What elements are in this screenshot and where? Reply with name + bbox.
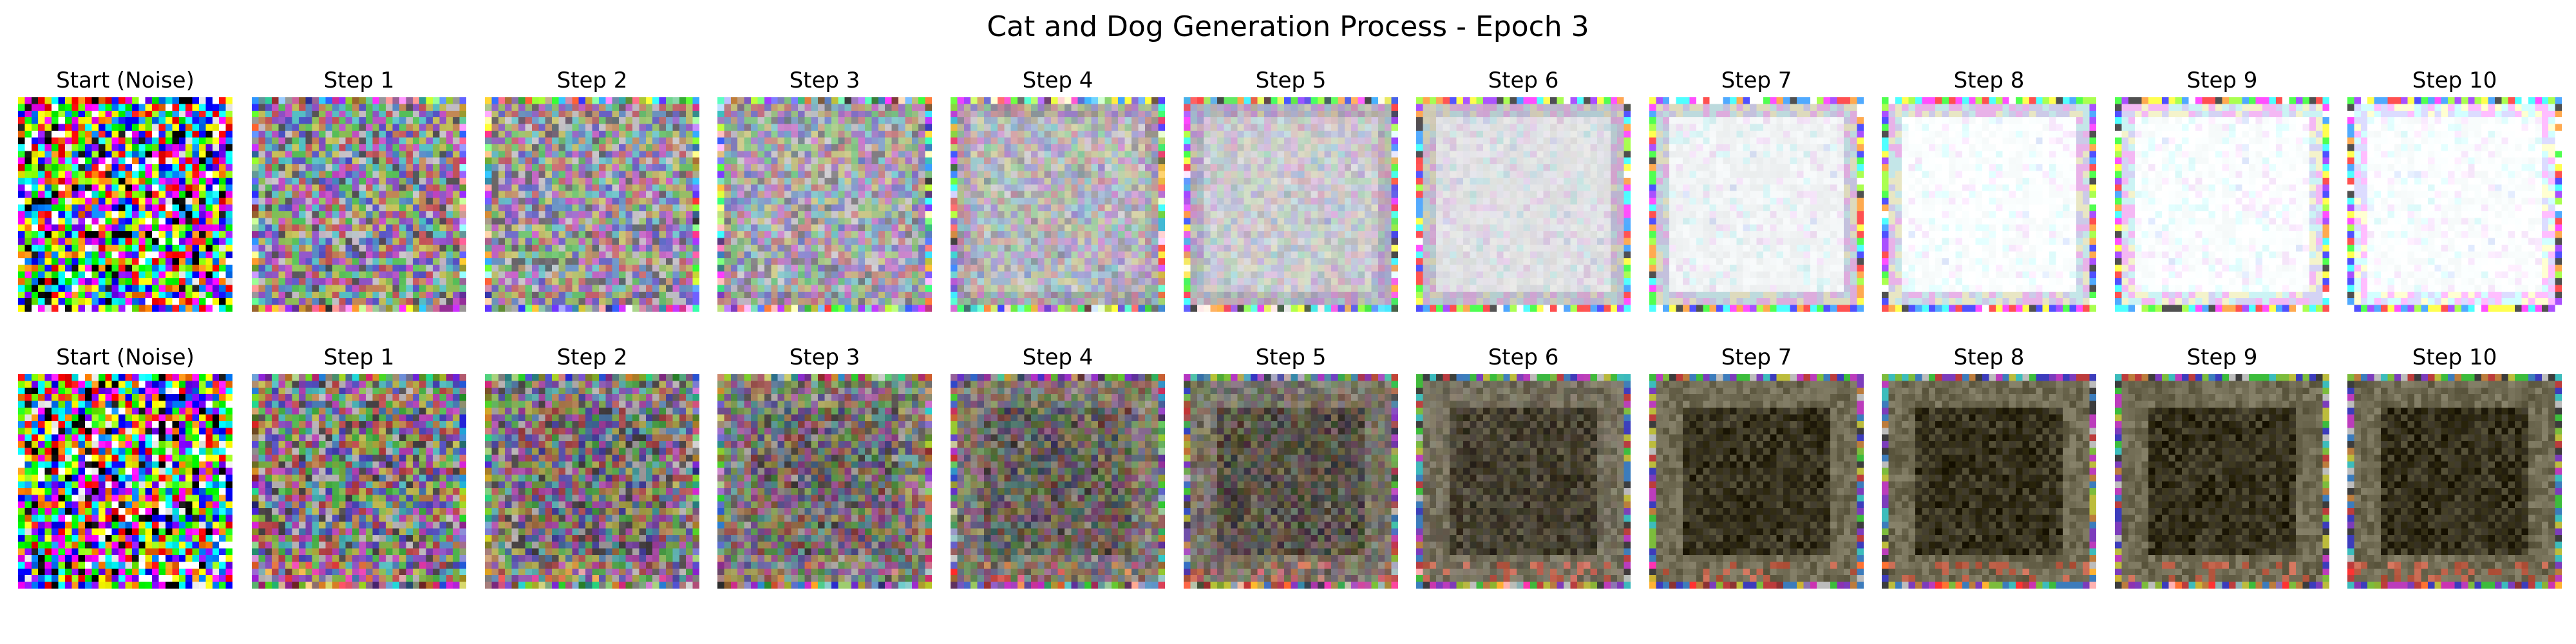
panel-title: Step 7 <box>1721 345 1792 370</box>
panel-title: Step 5 <box>1255 345 1327 370</box>
panel-title: Start (Noise) <box>56 345 194 370</box>
dog-row-panel: Step 9 <box>2115 345 2329 589</box>
cat-row-panel: Step 1 <box>252 68 466 312</box>
cat-row-panel: Step 4 <box>951 68 1165 312</box>
dog-row-panel: Step 10 <box>2347 345 2562 589</box>
panel-title: Step 2 <box>556 345 628 370</box>
dog-row-panel: Step 7 <box>1649 345 1864 589</box>
panel-title: Step 9 <box>2186 68 2258 93</box>
dog-row-panel: Step 1 <box>252 345 466 589</box>
cat-row-panel: Step 5 <box>1184 68 1398 312</box>
dog-row-panel: Step 8 <box>1882 345 2096 589</box>
panel-title: Step 10 <box>2412 345 2497 370</box>
panel-title: Step 5 <box>1255 68 1327 93</box>
panel-title: Step 1 <box>323 68 395 93</box>
generated-image <box>252 97 466 312</box>
generated-image <box>1882 97 2096 312</box>
panel-title: Step 9 <box>2186 345 2258 370</box>
dog-row-panel: Step 3 <box>717 345 932 589</box>
dog-row-panel: Step 2 <box>485 345 699 589</box>
dog-row-panel: Step 6 <box>1416 345 1631 589</box>
generated-image <box>717 97 932 312</box>
cat-row-panel: Step 7 <box>1649 68 1864 312</box>
generated-image <box>2347 97 2562 312</box>
cat-row-panel: Step 2 <box>485 68 699 312</box>
generated-image <box>1184 97 1398 312</box>
panel-title: Start (Noise) <box>56 68 194 93</box>
panel-title: Step 4 <box>1022 68 1094 93</box>
generated-image <box>1649 374 1864 589</box>
cat-row-panel: Step 6 <box>1416 68 1631 312</box>
cat-row-panel: Step 9 <box>2115 68 2329 312</box>
generated-image <box>1184 374 1398 589</box>
panel-title: Step 10 <box>2412 68 2497 93</box>
panel-title: Step 4 <box>1022 345 1094 370</box>
generated-image <box>1416 97 1631 312</box>
cat-row-panel: Step 8 <box>1882 68 2096 312</box>
generated-image <box>252 374 466 589</box>
cat-row-panel: Step 3 <box>717 68 932 312</box>
panel-title: Step 3 <box>789 345 860 370</box>
dog-row-panel: Step 4 <box>951 345 1165 589</box>
cat-row-panel: Step 10 <box>2347 68 2562 312</box>
panel-title: Step 8 <box>1953 68 2025 93</box>
generated-image <box>1882 374 2096 589</box>
panel-title: Step 6 <box>1488 345 1559 370</box>
generated-image <box>717 374 932 589</box>
generated-image <box>485 374 699 589</box>
generated-image <box>2115 97 2329 312</box>
dog-row-panel: Step 5 <box>1184 345 1398 589</box>
cat-row-panel: Start (Noise) <box>18 68 232 312</box>
panel-title: Step 2 <box>556 68 628 93</box>
panel-title: Step 1 <box>323 345 395 370</box>
generated-image <box>18 374 232 589</box>
panel-title: Step 7 <box>1721 68 1792 93</box>
generated-image <box>1649 97 1864 312</box>
figure-title: Cat and Dog Generation Process - Epoch 3 <box>987 10 1589 43</box>
generated-image <box>951 97 1165 312</box>
panel-title: Step 6 <box>1488 68 1559 93</box>
generated-image <box>2347 374 2562 589</box>
generated-image <box>18 97 232 312</box>
panel-title: Step 3 <box>789 68 860 93</box>
panel-title: Step 8 <box>1953 345 2025 370</box>
generated-image <box>485 97 699 312</box>
dog-row-panel: Start (Noise) <box>18 345 232 589</box>
generated-image <box>1416 374 1631 589</box>
generated-image <box>951 374 1165 589</box>
generated-image <box>2115 374 2329 589</box>
